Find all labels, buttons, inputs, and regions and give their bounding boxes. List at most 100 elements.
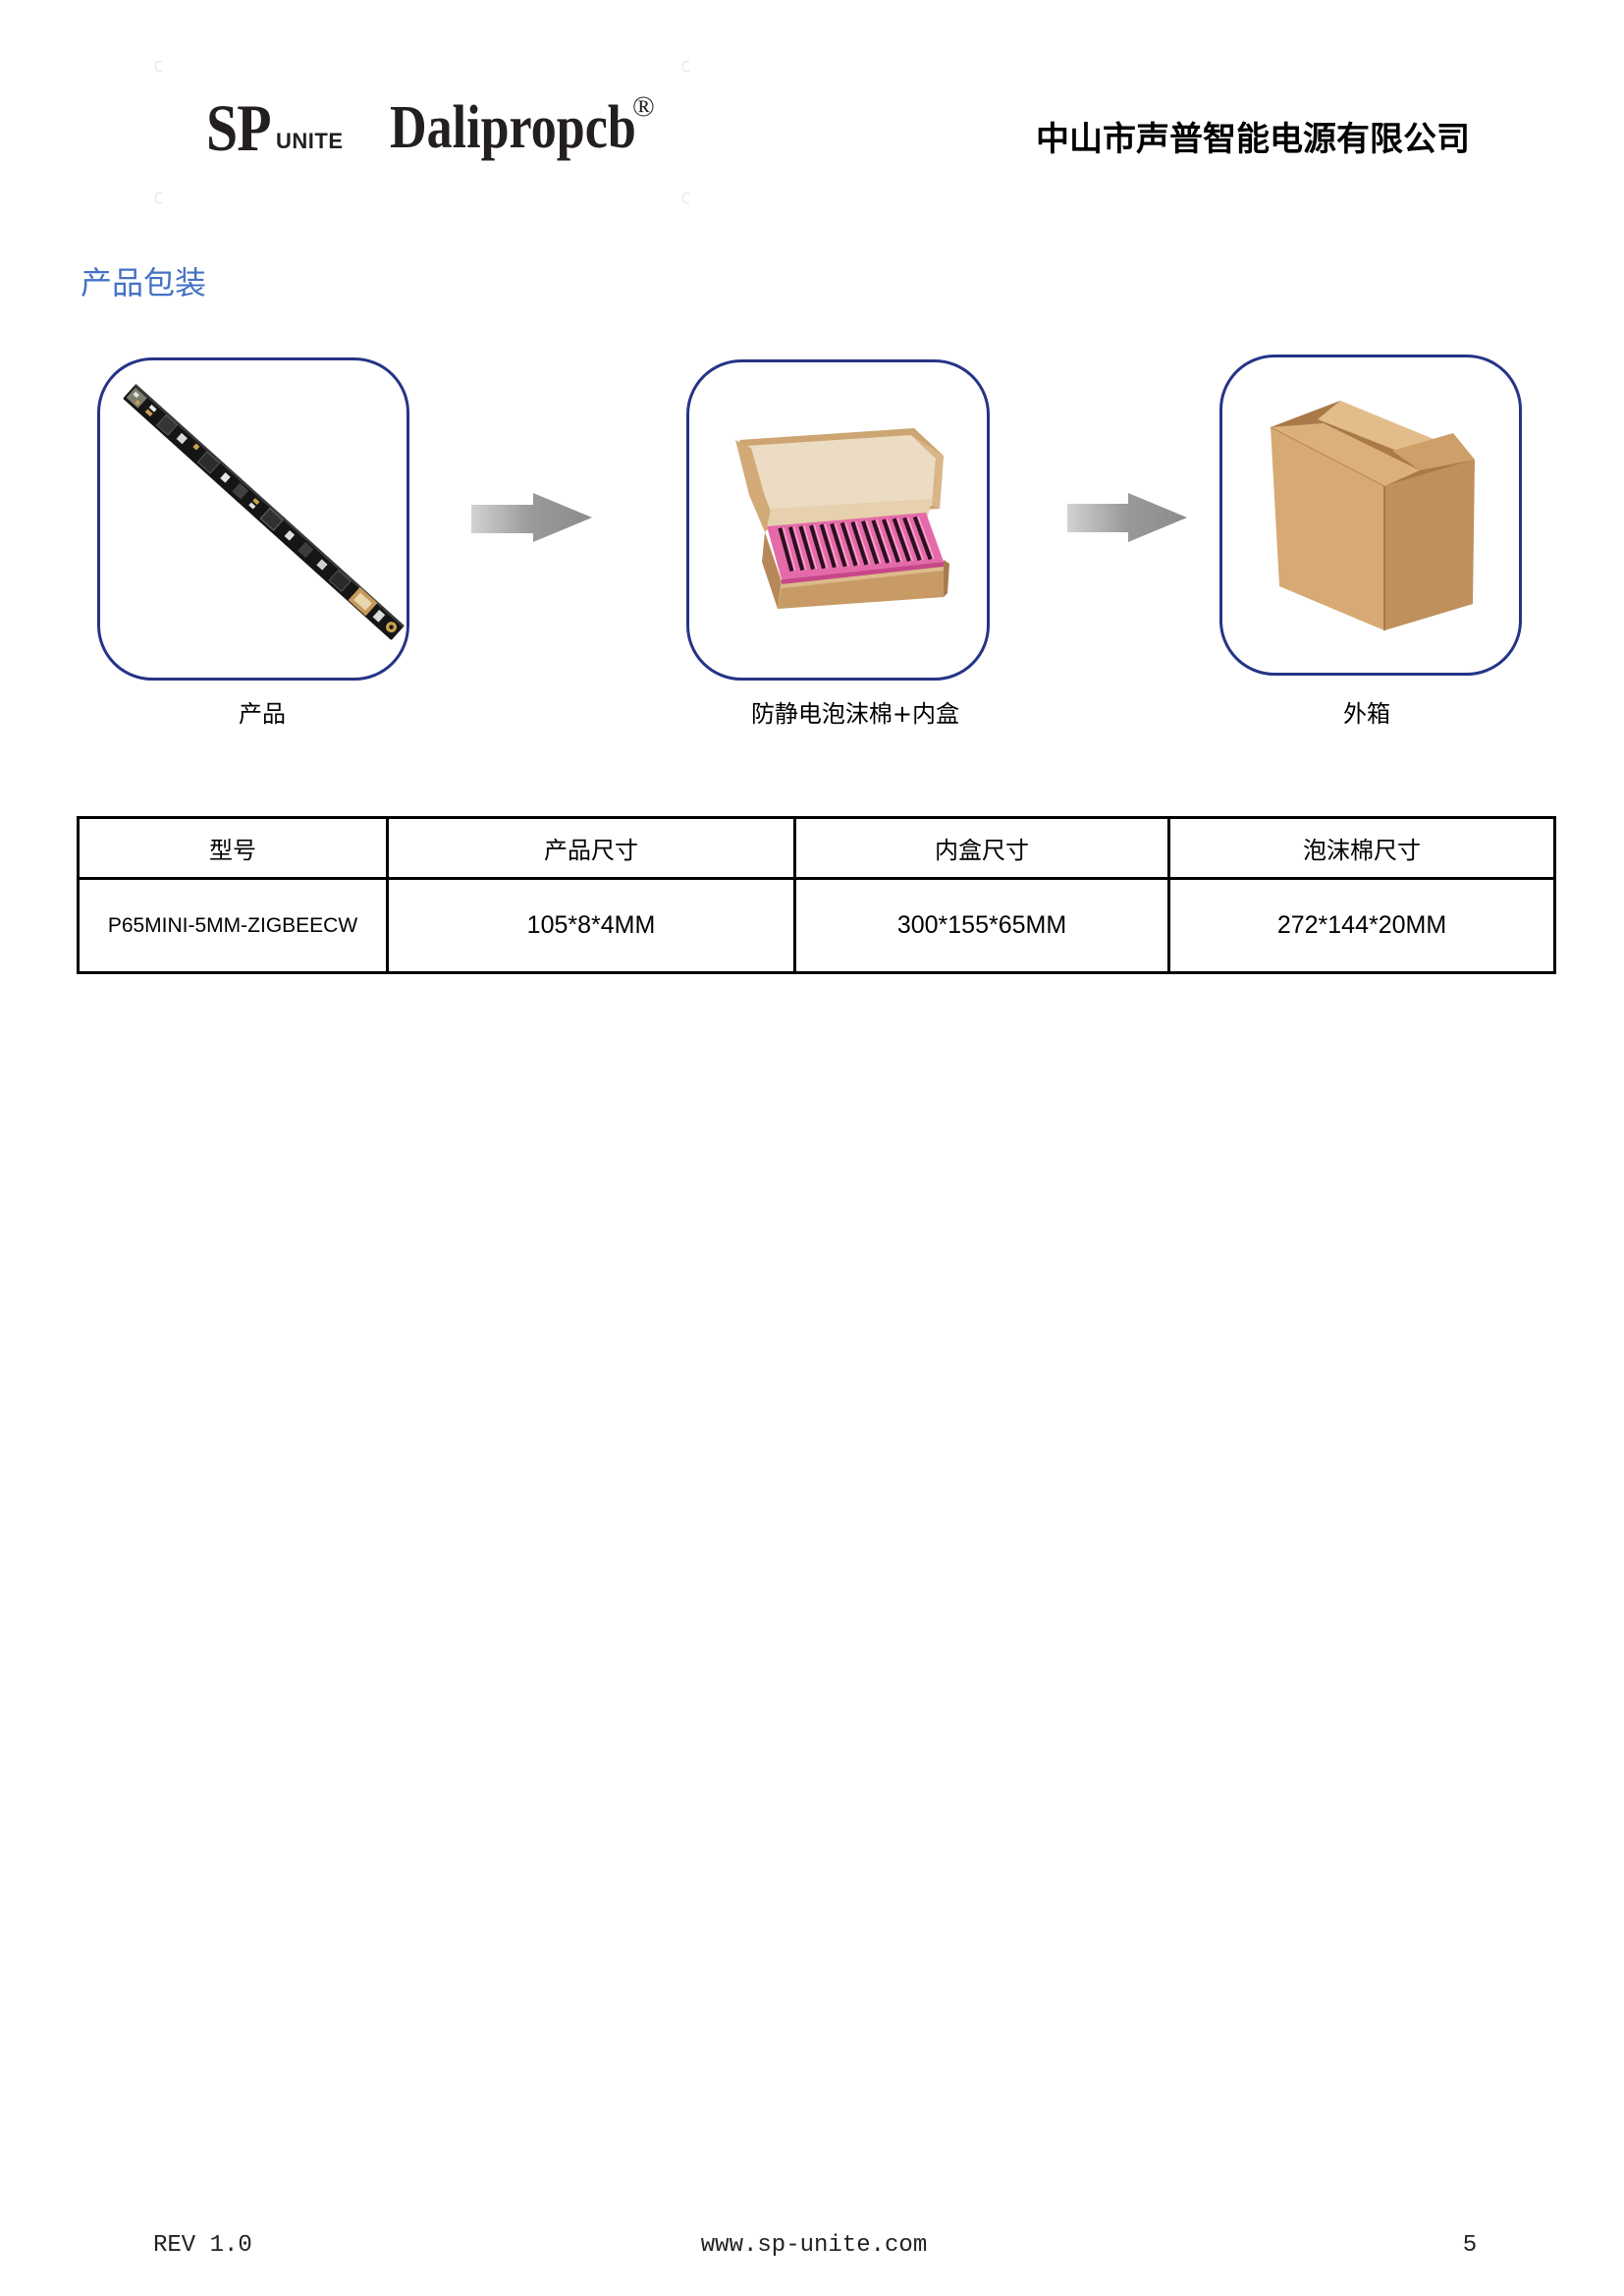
crop-mark (682, 61, 689, 72)
foam-slot (882, 519, 900, 563)
box-body (762, 532, 949, 609)
pcb-component (284, 529, 296, 541)
header-inner-box-size: 内盒尺寸 (793, 816, 1170, 880)
product-image-frame (97, 357, 409, 681)
foam-slot (892, 518, 911, 562)
pcb-component (148, 405, 157, 412)
page-number: 5 (1462, 2232, 1478, 2259)
logo-brand-text: Dalipropcb (390, 94, 636, 161)
pcb-component (220, 472, 231, 483)
outer-carton-image (1270, 401, 1475, 630)
box-dust-flap (735, 440, 773, 532)
pcb-component (353, 592, 372, 611)
foam-slot (830, 522, 847, 568)
pcb-component (192, 443, 200, 451)
foam-slot (809, 524, 826, 570)
box-back-wall (767, 499, 932, 528)
pcb-mounting-hole (389, 625, 394, 629)
crop-mark (682, 192, 689, 203)
pcb-component (176, 432, 188, 445)
registered-mark: ® (632, 90, 655, 123)
carton-front-flap (1271, 423, 1420, 486)
box-right-wall (944, 560, 949, 597)
foam-slot (902, 517, 922, 562)
packaging-spec-table: 型号 产品尺寸 内盒尺寸 泡沫棉尺寸 P65MINI-5MM-ZIGBEECW … (77, 816, 1556, 974)
box-front-rim (782, 567, 944, 588)
right-arrow-icon (1067, 493, 1187, 542)
pcb-component (156, 413, 178, 436)
table-row: P65MINI-5MM-ZIGBEECW 105*8*4MM 300*155*6… (77, 877, 1556, 974)
pcb-component (328, 569, 352, 593)
right-arrow-icon (471, 493, 592, 542)
foam-slot (778, 527, 794, 573)
revision-label: REV 1.0 (153, 2232, 252, 2259)
pcb-component (316, 559, 328, 571)
outer-carton-image-frame (1219, 355, 1522, 676)
step-label-product: 产品 (239, 700, 286, 728)
logo-unite-text: UNITE (276, 129, 344, 153)
foam-highlight (813, 524, 829, 569)
foam-slot (787, 526, 805, 572)
foam-slot (850, 520, 869, 566)
pcb-component (372, 609, 386, 623)
foam-slot (839, 521, 858, 567)
foam-slot-highlights (783, 516, 935, 572)
lid-inner-panel (746, 435, 936, 515)
foam-highlight (907, 517, 924, 561)
foam-slot (819, 523, 837, 569)
pcb-component (232, 482, 249, 500)
inner-box-image (735, 428, 949, 609)
pcb-component (252, 498, 260, 506)
company-name: 中山市声普智能电源有限公司 (1036, 120, 1470, 159)
header-product-size: 产品尺寸 (386, 816, 796, 880)
inner-box-image-frame (686, 359, 990, 681)
crop-mark (155, 192, 162, 203)
step-label-inner-box: 防静电泡沫棉+内盒 (750, 700, 960, 728)
pcb-component (135, 400, 140, 406)
foam-highlight (855, 521, 871, 565)
foam-insert (767, 513, 944, 585)
pcb-component (144, 409, 153, 417)
cell-product-size: 105*8*4MM (386, 877, 796, 974)
foam-highlight (792, 526, 807, 571)
website-text: www.sp-unite.com (700, 2232, 928, 2259)
header-foam-size: 泡沫棉尺寸 (1167, 816, 1556, 880)
step-label-outer-carton: 外箱 (1343, 700, 1390, 728)
pcb-components (126, 387, 398, 633)
foam-highlight (876, 519, 893, 564)
carton-side-flap (1392, 433, 1475, 470)
pcb-component (126, 387, 147, 409)
pcb-component (133, 391, 139, 399)
foam-slots (778, 516, 933, 573)
carton-edge (1270, 426, 1385, 487)
carton-right-face (1384, 460, 1475, 630)
foam-highlight (803, 525, 818, 570)
pcb-strip (123, 383, 405, 640)
arrow-shape (1067, 493, 1187, 542)
foam-slot (871, 519, 890, 564)
pcb-component (248, 502, 256, 510)
pcb-component (298, 541, 314, 559)
lid-side-flap (911, 435, 944, 509)
foam-highlight (835, 522, 849, 567)
cell-model: P65MINI-5MM-ZIGBEECW (77, 877, 389, 974)
table-header-row: 型号 产品尺寸 内盒尺寸 泡沫棉尺寸 (77, 816, 1556, 880)
carton-left-face (1271, 427, 1384, 630)
section-title: 产品包装 (81, 264, 207, 301)
logo-sp-text: SP (206, 90, 272, 165)
foam-highlight (824, 523, 839, 568)
cell-inner-box-size: 300*155*65MM (793, 877, 1170, 974)
box-lid (739, 428, 944, 519)
crop-mark (155, 61, 162, 72)
foam-slot (861, 520, 880, 565)
box-front-wall (778, 567, 944, 609)
pcb-strip-image (123, 383, 405, 640)
carton-back-flap (1318, 401, 1434, 457)
foam-highlight (917, 516, 935, 560)
box-left-wall (762, 532, 782, 609)
pcb-component (196, 451, 221, 474)
foam-highlight (783, 527, 796, 572)
foam-highlight (865, 520, 882, 564)
foam-slot (912, 516, 933, 561)
foam-highlight (844, 521, 860, 566)
